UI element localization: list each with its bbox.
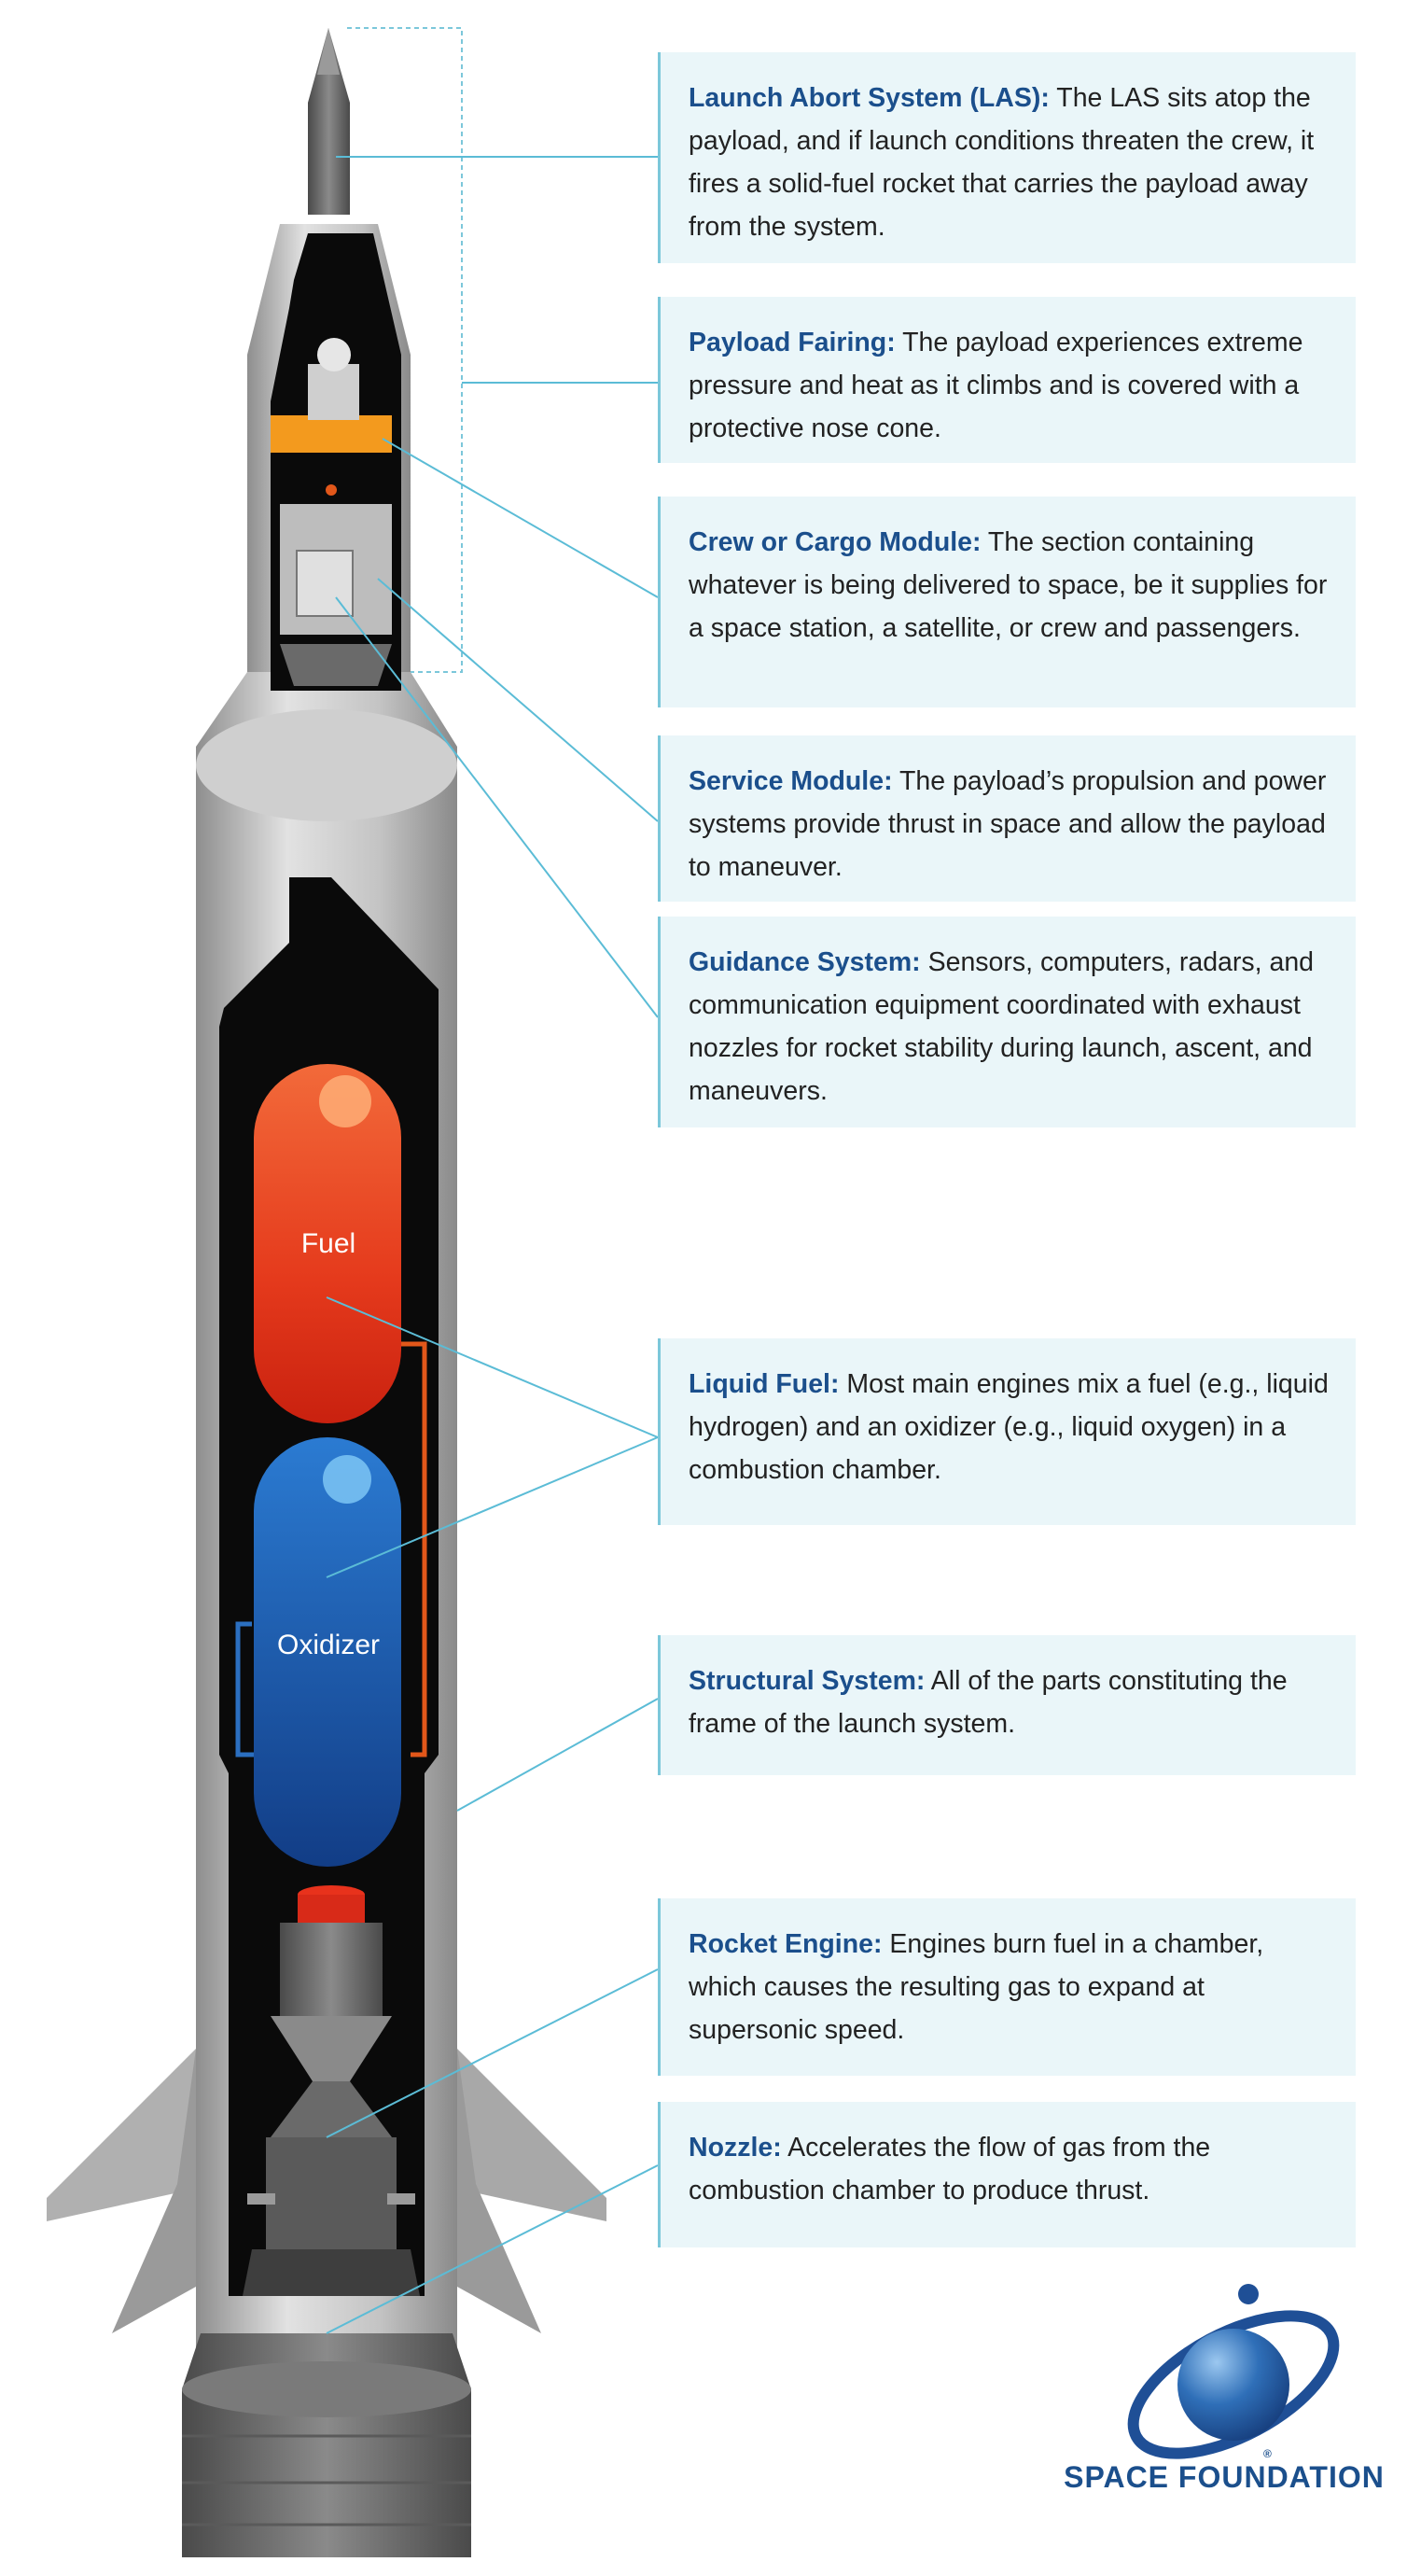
callout-text: Engines burn fuel in a chamber, which ca… xyxy=(689,1929,1264,2045)
callout-text: Most main engines mix a fuel (e.g., liqu… xyxy=(689,1369,1329,1485)
callout-title: Rocket Engine: xyxy=(689,1929,883,1959)
callout-title: Liquid Fuel: xyxy=(689,1369,840,1399)
callout-nozzle: Nozzle: Accelerates the flow of gas from… xyxy=(658,2102,1356,2247)
callout-title: Guidance System: xyxy=(689,947,921,977)
brand-name-text: SPACE FOUNDATION xyxy=(1064,2460,1385,2494)
callout-guidance-system: Guidance System: Sensors, computers, rad… xyxy=(658,917,1356,1127)
callout-title: Nozzle: xyxy=(689,2133,782,2163)
callout-title: Service Module: xyxy=(689,766,893,796)
callout-rocket-engine: Rocket Engine: Engines burn fuel in a ch… xyxy=(658,1898,1356,2076)
callout-title: Crew or Cargo Module: xyxy=(689,527,982,557)
callout-crew-cargo-module: Crew or Cargo Module: The section contai… xyxy=(658,497,1356,707)
rocket-fins xyxy=(47,2049,606,2333)
rocket-engine xyxy=(243,1885,420,2296)
callout-title: Structural System: xyxy=(689,1666,926,1696)
brand-name: SPACE FOUNDATION ® xyxy=(1056,2447,1392,2495)
space-foundation-logo xyxy=(1127,2284,1340,2459)
callout-text: The LAS sits atop the payload, and if la… xyxy=(689,83,1315,242)
callout-service-module: Service Module: The payload’s propulsion… xyxy=(658,735,1356,902)
callout-text: All of the parts constituting the frame … xyxy=(689,1666,1288,1739)
oxidizer-tank xyxy=(254,1437,401,1867)
callout-title: Launch Abort System (LAS): xyxy=(689,83,1050,113)
callout-title: Payload Fairing: xyxy=(689,328,896,357)
callout-text: The section containing whatever is being… xyxy=(689,527,1328,643)
oxidizer-label: Oxidizer xyxy=(276,1630,381,1660)
callout-structural-system: Structural System: All of the parts cons… xyxy=(658,1635,1356,1775)
registered-mark: ® xyxy=(1263,2447,1273,2460)
upper-cutaway xyxy=(271,233,401,691)
callout-text: Accelerates the flow of gas from the com… xyxy=(689,2133,1211,2205)
callout-liquid-fuel: Liquid Fuel: Most main engines mix a fue… xyxy=(658,1338,1356,1525)
payload-bracket xyxy=(347,27,463,673)
leader-lines xyxy=(326,156,659,2334)
fuel-tank xyxy=(254,1064,401,1423)
callout-text: The payload experiences extreme pressure… xyxy=(689,328,1303,443)
callout-text: Sensors, computers, radars, and communic… xyxy=(689,947,1315,1106)
callout-text: The payload’s propulsion and power syste… xyxy=(689,766,1327,882)
callout-las: Launch Abort System (LAS): The LAS sits … xyxy=(658,52,1356,263)
callout-payload-fairing: Payload Fairing: The payload experiences… xyxy=(658,297,1356,463)
fuel-label: Fuel xyxy=(300,1228,356,1259)
